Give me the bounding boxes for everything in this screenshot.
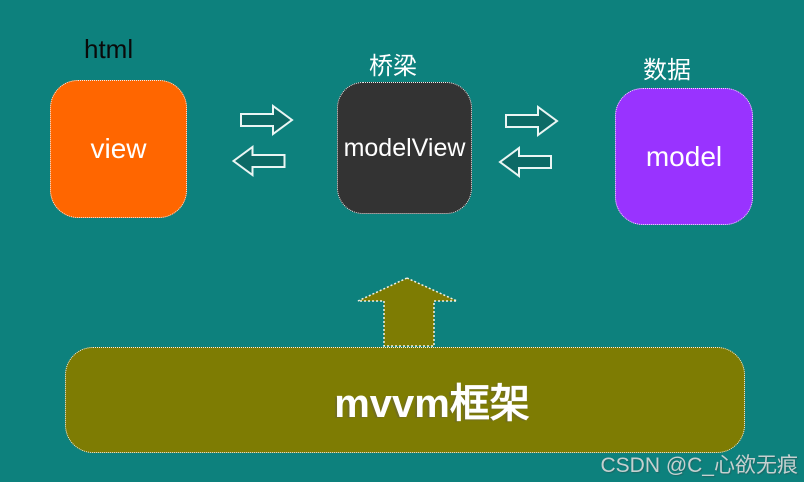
- framework-box: mvvm框架: [65, 347, 745, 453]
- arrow-left-icon: [498, 146, 552, 178]
- node-model-label: model: [645, 140, 723, 172]
- node-view-label: view: [90, 133, 147, 164]
- arrow-left-icon: [231, 145, 286, 177]
- arrow-up-icon: [357, 277, 458, 347]
- node-modelview: modelView: [337, 82, 472, 214]
- caption-html: html: [84, 34, 134, 64]
- arrow-right-icon: [505, 105, 559, 137]
- node-view: view: [50, 80, 187, 218]
- framework-label: mvvm框架: [334, 382, 530, 426]
- node-modelview-label: modelView: [343, 133, 466, 162]
- caption-data: 数据: [643, 57, 691, 84]
- caption-bridge: 桥梁: [369, 53, 417, 80]
- node-model: model: [615, 88, 753, 225]
- watermark: CSDN @C_心欲无痕: [600, 454, 798, 477]
- arrow-right-icon: [240, 104, 294, 136]
